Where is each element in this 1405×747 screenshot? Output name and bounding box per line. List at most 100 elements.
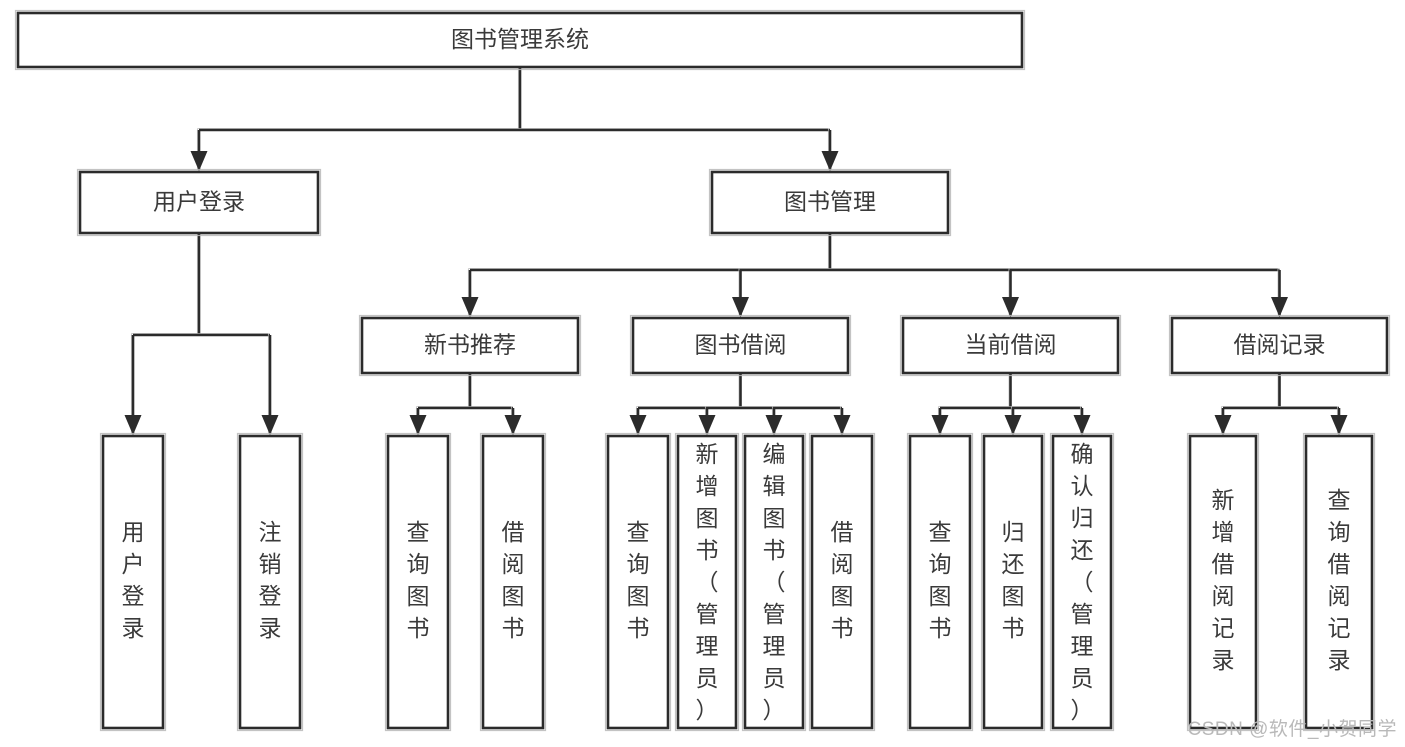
node-current-borrow[interactable]: 当前借阅 xyxy=(899,314,1122,377)
node-label-char: 图 xyxy=(763,505,786,531)
node-label-char: 还 xyxy=(1071,537,1094,563)
node-label-char: 录 xyxy=(1212,647,1235,673)
node-label-char: 新 xyxy=(1212,487,1235,513)
node-label-char: 阅 xyxy=(1212,583,1235,609)
node-box xyxy=(1051,434,1113,730)
node-new-book-rec[interactable]: 新书推荐 xyxy=(358,314,582,377)
node-box xyxy=(710,170,950,235)
node-box xyxy=(606,434,670,730)
node-label-char: 编 xyxy=(763,441,786,467)
node-box xyxy=(481,434,545,730)
node-book-borrow[interactable]: 图书借阅 xyxy=(629,314,852,377)
node-label-char: 新 xyxy=(696,441,719,467)
node-label-char: 阅 xyxy=(1328,583,1351,609)
node-label-char: 录 xyxy=(122,615,145,641)
node-label-char: 书 xyxy=(1002,615,1025,641)
node-book-manage[interactable]: 图书管理 xyxy=(708,168,952,237)
node-label-char: 书 xyxy=(831,615,854,641)
node-label-char: 借 xyxy=(831,519,854,545)
node-label-char: 借 xyxy=(502,519,525,545)
node-label-char: 借 xyxy=(1328,551,1351,577)
node-label: 图书借阅 xyxy=(695,332,787,358)
node-label-char: 员 xyxy=(1071,665,1094,691)
node-label-char: 理 xyxy=(1071,633,1094,659)
node-halo xyxy=(236,432,304,732)
connector-layer xyxy=(124,65,1348,435)
node-layer: 图书管理系统用户登录图书管理新书推荐图书借阅当前借阅借阅记录用户登录注销登录查询… xyxy=(14,9,1391,732)
node-label-char: 记 xyxy=(1328,615,1351,641)
node-label-char: 管 xyxy=(763,601,786,627)
node-box xyxy=(676,434,738,730)
node-label: 当前借阅 xyxy=(965,332,1057,358)
node-label-char: （ xyxy=(696,569,719,595)
node-box xyxy=(238,434,302,730)
node-box xyxy=(1170,316,1389,375)
node-label-char: 图 xyxy=(831,583,854,609)
node-label: 用户登录 xyxy=(153,189,245,215)
node-label: 借阅记录 xyxy=(1234,332,1326,358)
node-box xyxy=(1188,434,1258,730)
node-label-char: 询 xyxy=(929,551,952,577)
node-label-char: 归 xyxy=(1071,505,1094,531)
node-root[interactable]: 图书管理系统 xyxy=(14,9,1026,71)
node-halo xyxy=(1186,432,1260,732)
node-box xyxy=(101,434,165,730)
node-halo xyxy=(14,9,1026,71)
node-halo xyxy=(479,432,547,732)
node-borrow-record[interactable]: 借阅记录 xyxy=(1168,314,1391,377)
node-box xyxy=(908,434,972,730)
node-label: 图书管理系统 xyxy=(451,26,589,52)
node-box xyxy=(901,316,1120,375)
node-box xyxy=(631,316,850,375)
node-label-char: 图 xyxy=(696,505,719,531)
node-label-char: 录 xyxy=(1328,647,1351,673)
node-label-char: 归 xyxy=(1002,519,1025,545)
csdn-watermark: CSDN @软件_小贺同学 xyxy=(1187,719,1397,740)
node-label-char: 书 xyxy=(929,615,952,641)
node-box xyxy=(16,11,1024,69)
node-label-char: 书 xyxy=(763,537,786,563)
node-label-char: 管 xyxy=(1071,601,1094,627)
node-label-char: 认 xyxy=(1071,473,1094,499)
node-label-char: 查 xyxy=(407,519,430,545)
node-label: 图书管理 xyxy=(784,189,876,215)
node-halo xyxy=(741,432,807,732)
node-halo xyxy=(99,432,167,732)
node-label-char: 用 xyxy=(122,519,145,545)
node-halo xyxy=(384,432,452,732)
node-leaf-user-login[interactable]: 用户登录 xyxy=(99,432,167,732)
node-label-char: 理 xyxy=(763,633,786,659)
node-label-char: 阅 xyxy=(502,551,525,577)
node-label-char: 确 xyxy=(1071,441,1094,467)
node-label-char: 销 xyxy=(259,551,282,577)
node-box xyxy=(982,434,1044,730)
node-label-char: 增 xyxy=(1212,519,1235,545)
node-label: 新书推荐 xyxy=(424,332,516,358)
node-label-char: 登 xyxy=(122,583,145,609)
node-user-login[interactable]: 用户登录 xyxy=(76,168,322,237)
node-label-char: 管 xyxy=(696,601,719,627)
node-label-char: 员 xyxy=(763,665,786,691)
node-label-char: 登 xyxy=(259,583,282,609)
node-label-char: 员 xyxy=(696,665,719,691)
node-halo xyxy=(808,432,876,732)
node-label-char: 查 xyxy=(929,519,952,545)
node-halo xyxy=(708,168,952,237)
node-label-char: 书 xyxy=(696,537,719,563)
node-halo xyxy=(604,432,672,732)
node-label-char: 还 xyxy=(1002,551,1025,577)
node-label-char: ） xyxy=(763,697,786,723)
